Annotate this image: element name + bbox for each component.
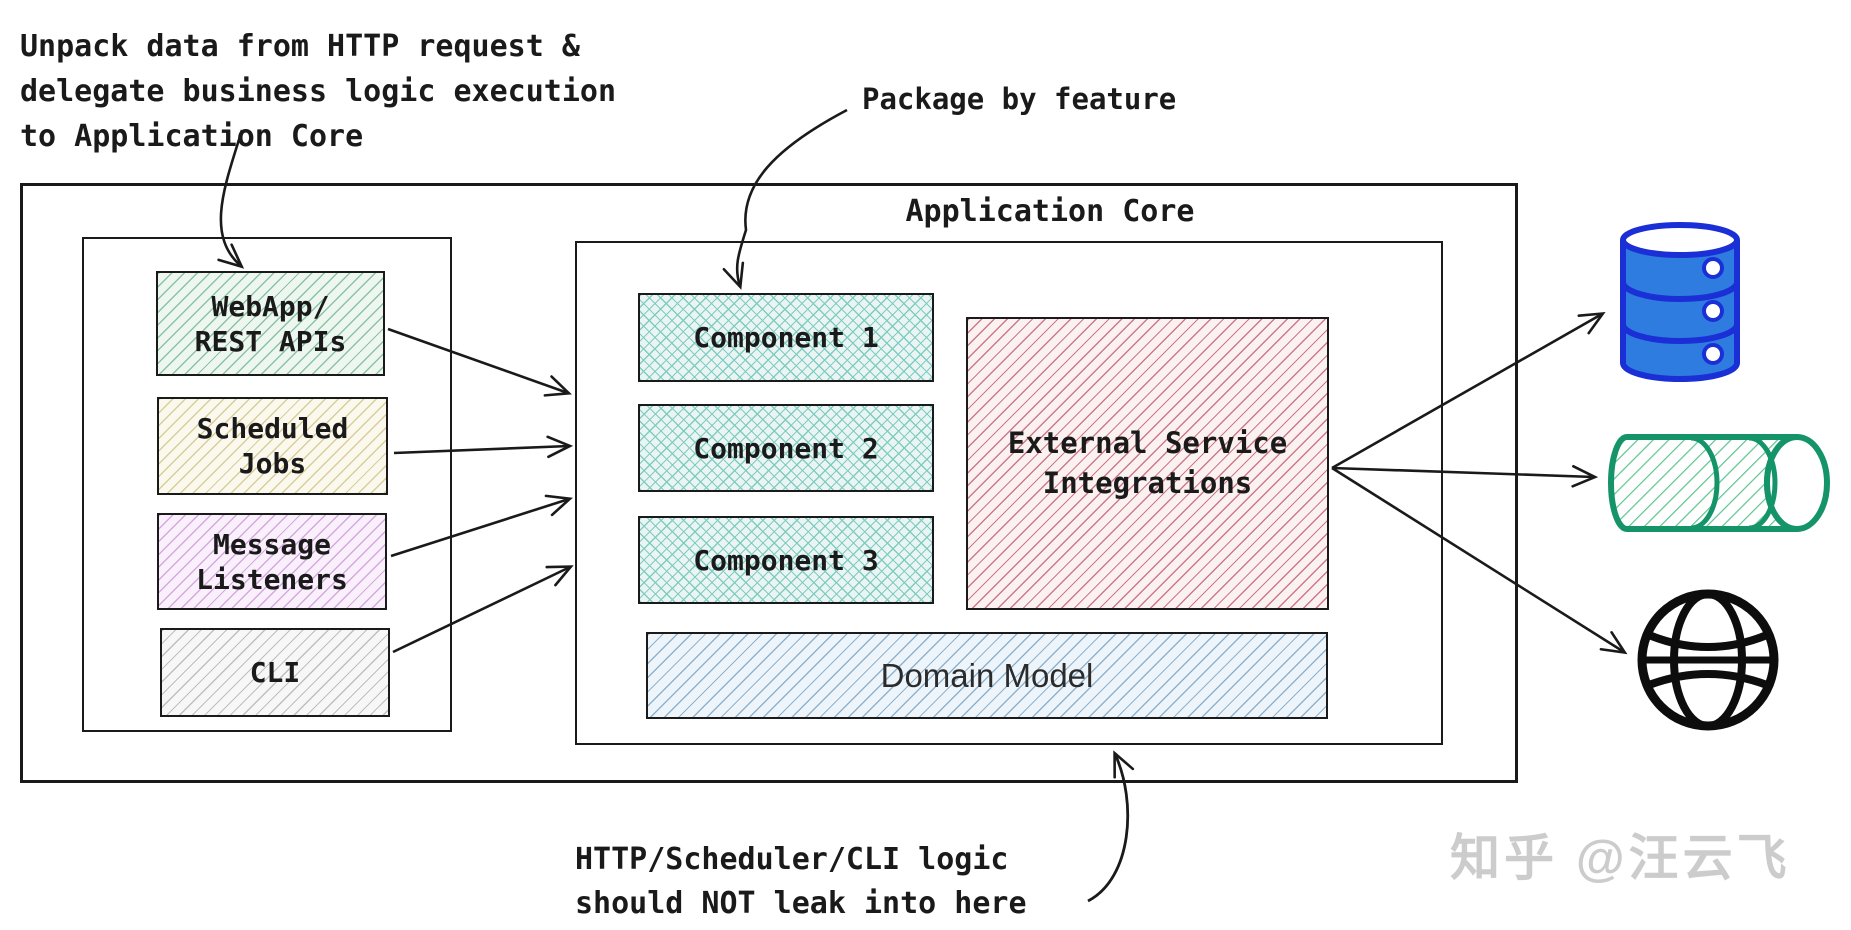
application-core-box <box>575 241 1443 745</box>
cli-box: CLI <box>160 628 390 717</box>
watermark: 知乎 @汪云飞 <box>1450 830 1791 886</box>
cli-label: CLI <box>249 656 301 689</box>
webapp-rest-apis-box: WebApp/ REST APIs <box>156 271 385 376</box>
message-listeners-box: Message Listeners <box>157 513 387 610</box>
entrypoints-group-box <box>82 237 452 732</box>
webapp-rest-apis-label: WebApp/ REST APIs <box>194 289 347 358</box>
annotation-package-by-feature: Package by feature <box>862 82 1177 116</box>
component-3-box: Component 3 <box>638 516 934 604</box>
arrow-esi-to-globe <box>1331 466 1624 652</box>
arrow-leak-to-core <box>1087 754 1128 903</box>
component-3-label: Component 3 <box>693 543 879 577</box>
external-service-integrations-label: External Service Integrations <box>1007 426 1288 500</box>
arrow-esi-to-database <box>1331 314 1602 470</box>
component-2-label: Component 2 <box>693 431 879 465</box>
scheduled-jobs-box: Scheduled Jobs <box>157 397 388 495</box>
arrow-cli-to-core <box>392 567 570 654</box>
component-1-label: Component 1 <box>693 321 879 354</box>
database-icon <box>1620 222 1740 382</box>
system-boundary-box <box>20 183 1518 783</box>
arrow-package-to-component1 <box>737 108 848 286</box>
globe-icon <box>1637 589 1779 731</box>
scheduled-jobs-label: Scheduled Jobs <box>196 412 349 480</box>
external-service-integrations-box: External Service Integrations <box>966 317 1329 610</box>
arrow-webapp-to-core <box>387 327 568 393</box>
annotation-unpack-data: Unpack data from HTTP request & delegate… <box>20 29 617 154</box>
message-queue-icon <box>1608 434 1830 532</box>
domain-model-box: Domain Model <box>646 632 1328 719</box>
arrow-listeners-to-core <box>390 499 569 558</box>
component-2-box: Component 2 <box>638 404 934 492</box>
arrow-unpack-to-webapp <box>221 129 242 266</box>
domain-model-label: Domain Model <box>880 656 1094 694</box>
arrow-scheduled-to-core <box>393 446 569 453</box>
arrow-esi-to-queue <box>1331 468 1594 477</box>
application-core-title: Application Core <box>905 194 1195 229</box>
annotation-no-leak: HTTP/Scheduler/CLI logic should NOT leak… <box>575 842 1027 921</box>
message-listeners-label: Message Listeners <box>196 527 348 596</box>
component-1-box: Component 1 <box>638 293 934 382</box>
